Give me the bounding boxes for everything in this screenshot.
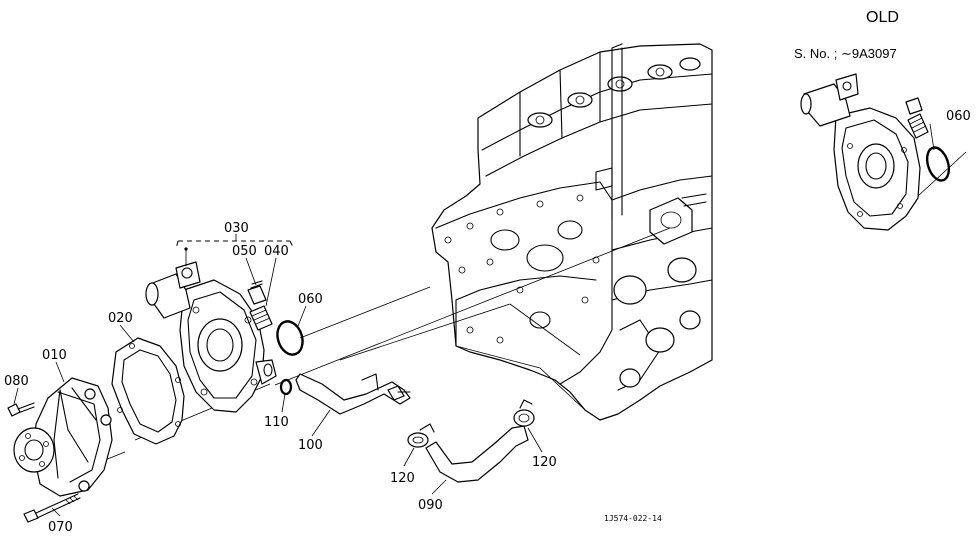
callout-050: 050: [232, 244, 257, 259]
callout-100: 100: [298, 438, 323, 453]
callout-090: 090: [418, 498, 443, 513]
o-ring-110: [281, 380, 291, 394]
bolt-080: [8, 403, 34, 416]
callout-020: 020: [108, 311, 133, 326]
water-pump: [14, 378, 112, 496]
diagram-code: 1J574-022-14: [604, 514, 662, 523]
variant-label: OLD: [866, 9, 899, 26]
callout-080: 080: [4, 374, 29, 389]
gasket-020: [112, 338, 184, 444]
hose-090: [426, 426, 528, 482]
fitting-050: [248, 281, 266, 304]
serial-note: S. No. ; ∼9A3097: [794, 46, 897, 61]
callout-060: 060: [298, 292, 323, 307]
callout-060-old: 060: [946, 109, 971, 124]
callout-120-right: 120: [532, 455, 557, 470]
callout-030: 030: [224, 221, 249, 236]
clamp-120-left: [408, 424, 434, 447]
engine-block: [432, 44, 712, 420]
o-ring-060: [273, 318, 306, 358]
callout-110: 110: [264, 415, 289, 430]
callout-010: 010: [42, 348, 67, 363]
callout-120-left: 120: [390, 471, 415, 486]
old-variant-inset: [801, 74, 966, 230]
pipe-100: [296, 374, 410, 414]
callout-070: 070: [48, 520, 73, 535]
clamp-120-right: [514, 400, 534, 426]
callout-040: 040: [264, 244, 289, 259]
